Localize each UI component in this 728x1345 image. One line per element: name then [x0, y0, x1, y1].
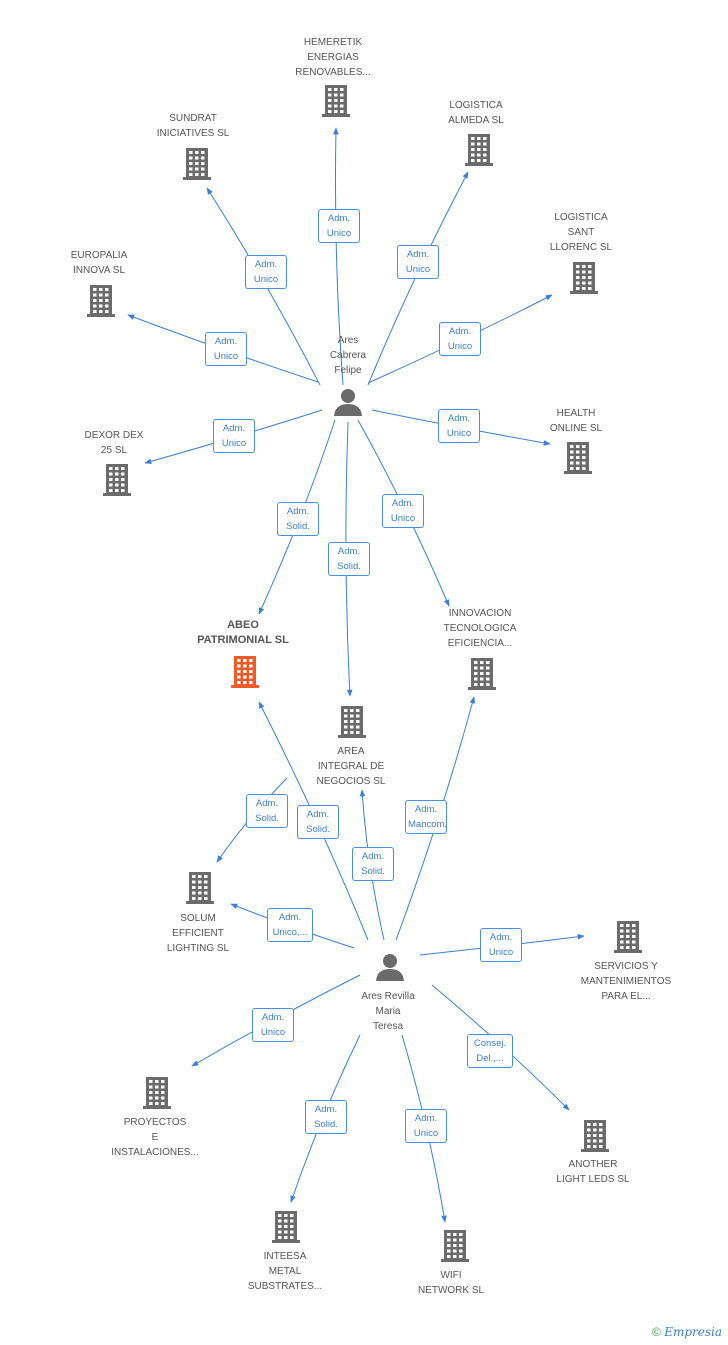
role-badge[interactable]: Adm. Unico,... — [267, 908, 313, 942]
building-icon[interactable] — [103, 464, 131, 496]
role-badge[interactable]: Adm. Unico — [205, 332, 247, 366]
building-icon[interactable] — [441, 1230, 469, 1262]
company-name[interactable]: EUROPALIA INNOVA SL — [70, 250, 128, 276]
role-badge[interactable]: Adm. Unico — [480, 928, 522, 962]
relation-edge — [333, 127, 344, 386]
role-badge[interactable]: Consej. Del.,... — [467, 1034, 513, 1068]
building-icon[interactable] — [143, 1077, 171, 1109]
building-icon[interactable] — [186, 872, 214, 904]
building-icon[interactable] — [272, 1211, 300, 1243]
company-name[interactable]: LOGISTICA SANT LLORENC SL — [549, 212, 613, 253]
role-badge[interactable]: Adm. Unico — [439, 322, 481, 356]
role-badge[interactable]: Adm. Solid. — [352, 847, 394, 881]
company-name[interactable]: HEMERETIK ENERGIAS RENOVABLES... — [295, 37, 371, 78]
role-badge[interactable]: Adm. Solid. — [328, 542, 370, 576]
company-name[interactable]: HEALTH ONLINE SL — [549, 408, 603, 434]
building-icon[interactable] — [338, 706, 366, 738]
brand-name: Empresia — [664, 1325, 722, 1339]
role-badge[interactable]: Adm. Solid. — [277, 502, 319, 536]
company-name[interactable]: PROYECTOS E INSTALACIONES... — [111, 1117, 199, 1158]
role-badge[interactable]: Adm. Solid. — [297, 805, 339, 839]
company-name[interactable]: SERVICIOS Y MANTENIMIENTOS PARA EL... — [580, 961, 672, 1002]
footer-brand: © Empresia — [652, 1325, 722, 1339]
role-badge[interactable]: Adm. Unico — [405, 1109, 447, 1143]
company-name[interactable]: LOGISTICA ALMEDA SL — [448, 100, 504, 126]
company-name[interactable]: SOLUM EFFICIENT LIGHTING SL — [166, 913, 230, 954]
company-name[interactable]: DEXOR DEX 25 SL — [84, 430, 144, 456]
company-name[interactable]: ANOTHER LIGHT LEDS SL — [556, 1159, 630, 1185]
building-icon[interactable] — [581, 1120, 609, 1152]
building-icon[interactable] — [465, 134, 493, 166]
role-badge[interactable]: Adm. Unico — [245, 255, 287, 289]
person-icon[interactable] — [376, 954, 404, 981]
building-icon[interactable] — [322, 85, 350, 117]
role-badge[interactable]: Adm. Unico — [213, 419, 255, 453]
role-badge[interactable]: Adm. Unico — [252, 1008, 294, 1042]
building-icon-highlighted[interactable] — [231, 656, 259, 688]
company-name[interactable]: SUNDRAT INICIATIVES SL — [156, 113, 230, 139]
person-name[interactable]: Ares Cabrera Felipe — [329, 335, 367, 376]
person-icon[interactable] — [334, 389, 362, 416]
building-icon[interactable] — [570, 262, 598, 294]
person-name[interactable]: Ares Revilla Maria Teresa — [361, 991, 415, 1032]
company-name[interactable]: INTEESA METAL SUBSTRATES... — [247, 1251, 323, 1292]
building-icon[interactable] — [564, 442, 592, 474]
role-badge[interactable]: Adm. Solid. — [305, 1100, 347, 1134]
role-badge[interactable]: Adm. Mancom. — [405, 800, 447, 834]
building-icon[interactable] — [614, 921, 642, 953]
building-icon[interactable] — [468, 658, 496, 690]
company-name[interactable]: WIFI NETWORK SL — [417, 1270, 485, 1296]
role-badge[interactable]: Adm. Solid. — [246, 794, 288, 828]
company-name[interactable]: AREA INTEGRAL DE NEGOCIOS SL — [316, 746, 386, 787]
copyright-symbol: © — [652, 1325, 661, 1339]
company-name[interactable]: ABEO PATRIMONIAL SL — [197, 619, 289, 646]
building-icon[interactable] — [183, 148, 211, 180]
role-badge[interactable]: Adm. Unico — [382, 494, 424, 528]
role-badge[interactable]: Adm. Unico — [438, 409, 480, 443]
role-badge[interactable]: Adm. Unico — [318, 209, 360, 243]
company-name[interactable]: INNOVACION TECNOLOGICA EFICIENCIA... — [443, 608, 517, 649]
role-badge[interactable]: Adm. Unico — [397, 245, 439, 279]
building-icon[interactable] — [87, 285, 115, 317]
